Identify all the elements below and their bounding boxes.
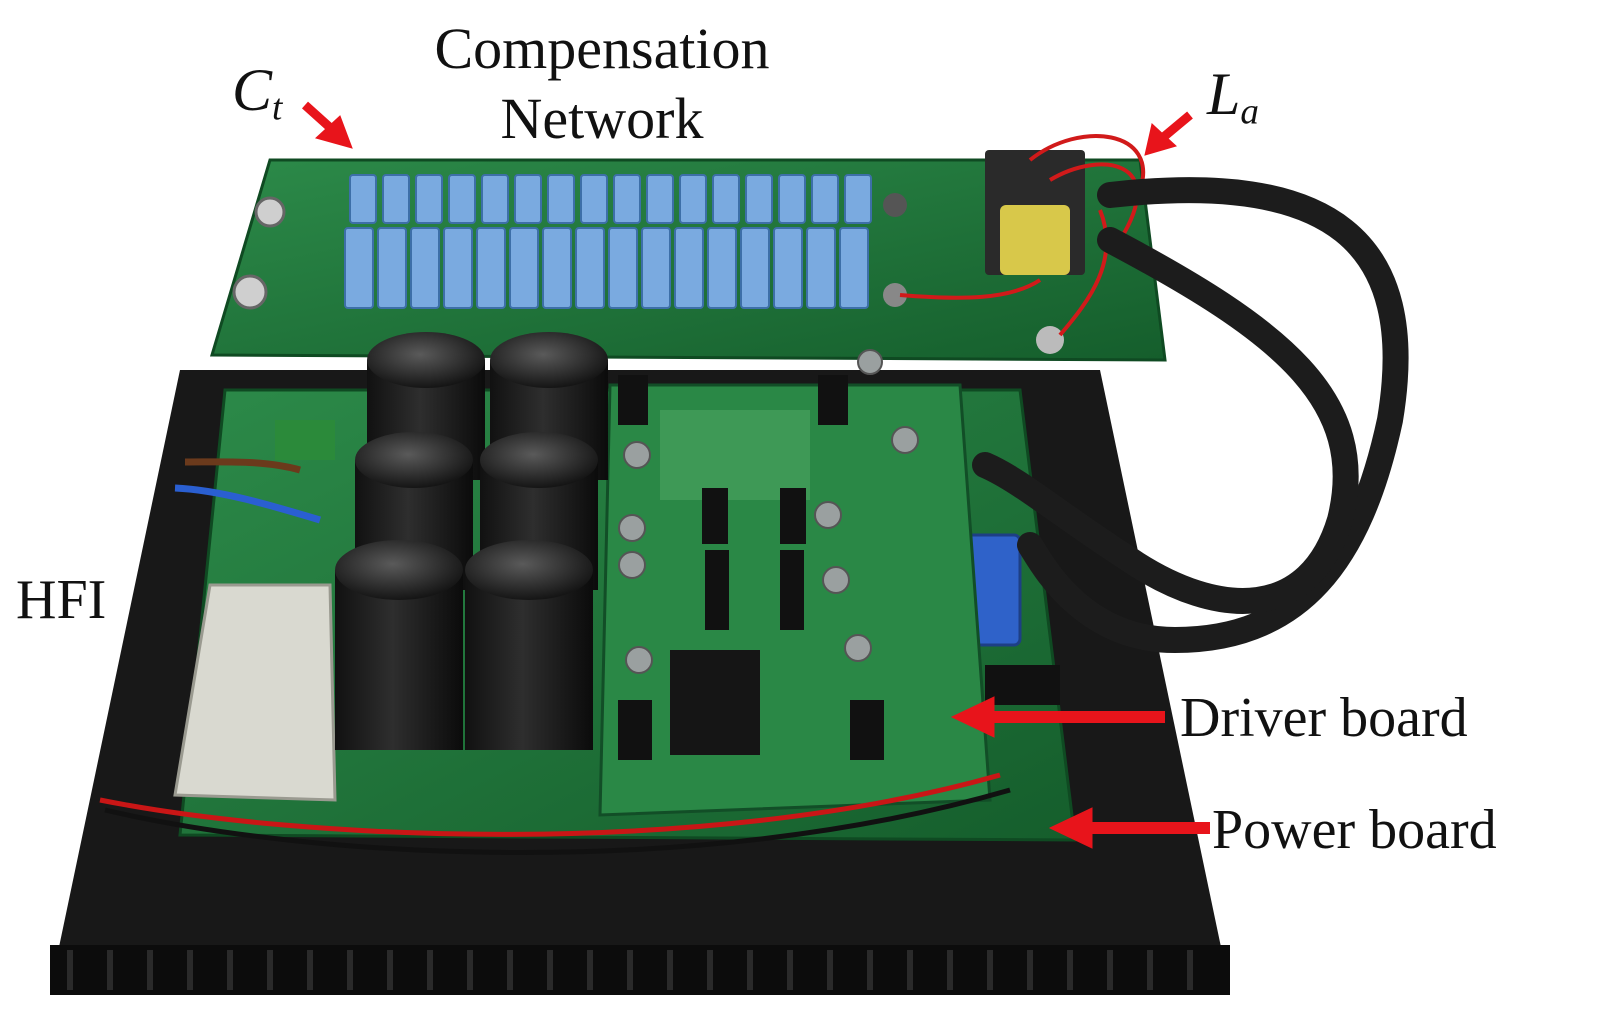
electrolytic-capacitor-bank [335,332,608,750]
ct-label-main: C [232,57,273,123]
compensation-network-board [209,134,1167,362]
inductor-wires [899,134,1145,337]
la-label-sub: a [1240,91,1259,133]
la-label: La [1207,64,1259,131]
film-capacitor-array [344,174,872,309]
annotation-arrows [301,101,1210,849]
ct-label-sub: t [272,87,283,129]
driver-board-label: Driver board [1180,687,1468,749]
arrow-ct [301,101,353,149]
arrow-la [1144,111,1193,156]
arrow-driver-board [950,696,1165,738]
driver-board [598,349,992,817]
compensation-label-line2: Network [500,86,704,151]
la-label-main: L [1207,61,1241,127]
ct-label: Ct [232,60,282,127]
arrow-power-board [1048,807,1210,849]
cable-bundle [972,177,1409,654]
power-board-label: Power board [1212,799,1497,861]
inductor-la [883,150,1085,354]
input-wires [99,458,1011,855]
compensation-label-line1: Compensation [434,16,770,81]
hfi-label: HFI [16,569,107,631]
compensation-network-label: Compensation Network [342,20,862,148]
